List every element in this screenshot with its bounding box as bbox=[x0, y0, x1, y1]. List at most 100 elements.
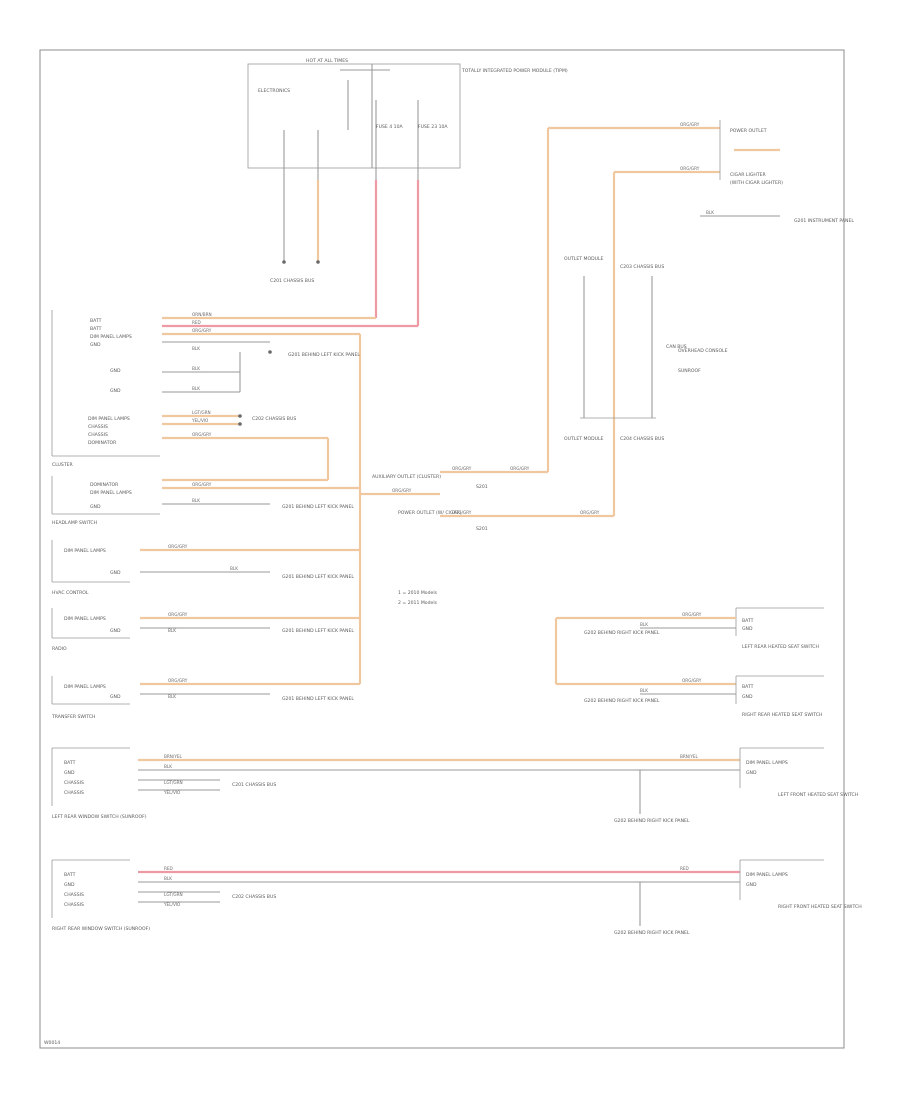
svg-text:GND: GND bbox=[64, 770, 75, 776]
svg-text:GND: GND bbox=[90, 504, 101, 510]
svg-text:CAN BUS: CAN BUS bbox=[666, 344, 687, 350]
svg-text:DIM PANEL LAMPS: DIM PANEL LAMPS bbox=[90, 490, 132, 496]
svg-text:ORG/GRY: ORG/GRY bbox=[452, 510, 472, 515]
svg-text:ORG/GRY: ORG/GRY bbox=[682, 678, 702, 683]
svg-text:GND: GND bbox=[110, 388, 121, 394]
transfer-switch: DIM PANEL LAMPS GND TRANSFER SWITCH bbox=[51, 676, 130, 720]
svg-text:S201: S201 bbox=[476, 526, 488, 532]
hvac-control: DIM PANEL LAMPS GND HVAC CONTROL bbox=[51, 540, 130, 596]
svg-text:DIM PANEL LAMPS: DIM PANEL LAMPS bbox=[90, 334, 132, 340]
svg-text:BRN/YEL: BRN/YEL bbox=[680, 754, 699, 759]
svg-text:ORG/GRY: ORG/GRY bbox=[580, 510, 600, 515]
right-rear-heated-seat-switch-right: DIM PANEL LAMPS GND RIGHT FRONT HEATED S… bbox=[739, 859, 862, 910]
svg-text:BRN/YEL: BRN/YEL bbox=[164, 754, 183, 759]
svg-text:RED: RED bbox=[680, 866, 689, 871]
radio: DIM PANEL LAMPS GND RADIO bbox=[51, 608, 130, 652]
svg-text:GND: GND bbox=[742, 694, 753, 700]
svg-text:ORG/GRY: ORG/GRY bbox=[680, 122, 700, 127]
svg-text:G201 BEHIND LEFT KICK PANEL: G201 BEHIND LEFT KICK PANEL bbox=[282, 628, 354, 634]
svg-text:ORG/GRY: ORG/GRY bbox=[192, 432, 212, 437]
svg-text:BLK: BLK bbox=[192, 346, 200, 351]
svg-text:ORG/GRY: ORG/GRY bbox=[192, 482, 212, 487]
svg-text:ORN/BRN: ORN/BRN bbox=[192, 312, 212, 317]
svg-text:ORG/GRY: ORG/GRY bbox=[192, 328, 212, 333]
svg-text:GND: GND bbox=[64, 882, 75, 888]
svg-text:FUSE 4 10A: FUSE 4 10A bbox=[376, 124, 404, 130]
svg-text:DIM PANEL LAMPS: DIM PANEL LAMPS bbox=[64, 548, 106, 554]
svg-text:BATT: BATT bbox=[64, 872, 76, 878]
svg-text:GND: GND bbox=[110, 368, 121, 374]
svg-text:G201 BEHIND LEFT KICK PANEL: G201 BEHIND LEFT KICK PANEL bbox=[282, 696, 354, 702]
svg-text:DIM PANEL LAMPS: DIM PANEL LAMPS bbox=[88, 416, 130, 422]
svg-text:G201 BEHIND LEFT KICK PANEL: G201 BEHIND LEFT KICK PANEL bbox=[282, 504, 354, 510]
svg-text:AUXILIARY OUTLET (CLUSTER): AUXILIARY OUTLET (CLUSTER) bbox=[372, 474, 441, 480]
svg-text:BLK: BLK bbox=[230, 566, 238, 571]
svg-text:GND: GND bbox=[110, 694, 121, 700]
svg-text:LGT/GRN: LGT/GRN bbox=[164, 892, 183, 897]
svg-text:BLK: BLK bbox=[168, 694, 176, 699]
svg-text:TRANSFER SWITCH: TRANSFER SWITCH bbox=[51, 714, 96, 720]
svg-text:DIM PANEL LAMPS: DIM PANEL LAMPS bbox=[746, 872, 788, 878]
svg-text:BATT: BATT bbox=[90, 326, 102, 332]
svg-text:G201 BEHIND LEFT KICK PANEL: G201 BEHIND LEFT KICK PANEL bbox=[288, 352, 360, 358]
svg-text:(WITH CIGAR LIGHTER): (WITH CIGAR LIGHTER) bbox=[730, 180, 783, 186]
svg-text:CHASSIS: CHASSIS bbox=[64, 892, 84, 898]
svg-text:HOT AT ALL TIMES: HOT AT ALL TIMES bbox=[306, 58, 348, 64]
svg-text:ORG/GRY: ORG/GRY bbox=[452, 466, 472, 471]
svg-text:GND: GND bbox=[746, 882, 757, 888]
left-rear-heated-seat-switch-right: DIM PANEL LAMPS GND LEFT FRONT HEATED SE… bbox=[739, 747, 858, 798]
svg-text:G201 INSTRUMENT PANEL: G201 INSTRUMENT PANEL bbox=[794, 218, 854, 224]
svg-text:LGT/GRN: LGT/GRN bbox=[192, 410, 211, 415]
svg-text:DIM PANEL LAMPS: DIM PANEL LAMPS bbox=[64, 616, 106, 622]
svg-text:BATT: BATT bbox=[742, 684, 754, 690]
svg-text:LGT/GRN: LGT/GRN bbox=[164, 780, 183, 785]
svg-text:LEFT REAR HEATED SEAT SWITCH: LEFT REAR HEATED SEAT SWITCH bbox=[742, 644, 819, 650]
right-rear-heated-seat: BATT GND RIGHT REAR HEATED SEAT SWITCH bbox=[735, 675, 824, 718]
svg-text:CHASSIS: CHASSIS bbox=[88, 432, 108, 438]
svg-text:GND: GND bbox=[746, 770, 757, 776]
svg-text:ORG/GRY: ORG/GRY bbox=[168, 544, 188, 549]
svg-text:G202 BEHIND RIGHT KICK PANEL: G202 BEHIND RIGHT KICK PANEL bbox=[614, 818, 690, 824]
svg-text:GND: GND bbox=[90, 342, 101, 348]
svg-text:HVAC CONTROL: HVAC CONTROL bbox=[52, 590, 89, 596]
svg-text:1 = 2010 Models: 1 = 2010 Models bbox=[398, 590, 438, 596]
left-rear-heated-seat: BATT GND LEFT REAR HEATED SEAT SWITCH bbox=[735, 607, 824, 650]
svg-text:C202 CHASSIS BUS: C202 CHASSIS BUS bbox=[232, 894, 276, 900]
center-outlets: AUXILIARY OUTLET (CLUSTER) POWER OUTLET … bbox=[372, 474, 488, 606]
svg-text:DOMINATOR: DOMINATOR bbox=[90, 482, 119, 488]
svg-text:YEL/VIO: YEL/VIO bbox=[191, 418, 209, 423]
svg-text:BATT: BATT bbox=[742, 618, 754, 624]
svg-text:BLK: BLK bbox=[192, 498, 200, 503]
svg-text:DOMINATOR: DOMINATOR bbox=[88, 440, 117, 446]
svg-text:SUNROOF: SUNROOF bbox=[678, 368, 701, 374]
svg-text:YEL/VIO: YEL/VIO bbox=[163, 902, 181, 907]
svg-text:HEADLAMP SWITCH: HEADLAMP SWITCH bbox=[52, 520, 97, 526]
svg-text:S201: S201 bbox=[476, 484, 488, 490]
svg-text:CLUSTER: CLUSTER bbox=[52, 462, 74, 468]
svg-text:LEFT REAR WINDOW SWITCH (SUNRO: LEFT REAR WINDOW SWITCH (SUNROOF) bbox=[52, 814, 147, 820]
svg-text:ORG/GRY: ORG/GRY bbox=[168, 678, 188, 683]
right-rear-window-switch: BATT GND CHASSIS CHASSIS RIGHT REAR WIND… bbox=[51, 859, 150, 932]
svg-text:RED: RED bbox=[164, 866, 173, 871]
svg-text:ORG/GRY: ORG/GRY bbox=[510, 466, 530, 471]
svg-text:RED: RED bbox=[192, 320, 201, 325]
svg-text:C202 CHASSIS BUS: C202 CHASSIS BUS bbox=[252, 416, 296, 422]
svg-text:OUTLET MODULE: OUTLET MODULE bbox=[564, 256, 604, 262]
svg-text:CHASSIS: CHASSIS bbox=[64, 902, 84, 908]
svg-text:GND: GND bbox=[110, 570, 121, 576]
svg-text:CHASSIS: CHASSIS bbox=[88, 424, 108, 430]
svg-text:BATT: BATT bbox=[64, 760, 76, 766]
svg-text:BLK: BLK bbox=[192, 386, 200, 391]
svg-text:DIM PANEL LAMPS: DIM PANEL LAMPS bbox=[746, 760, 788, 766]
left-rear-window-switch: BATT GND CHASSIS CHASSIS LEFT REAR WINDO… bbox=[51, 747, 147, 820]
svg-text:CIGAR LIGHTER: CIGAR LIGHTER bbox=[730, 172, 767, 178]
svg-text:G202 BEHIND RIGHT KICK PANEL: G202 BEHIND RIGHT KICK PANEL bbox=[584, 630, 660, 636]
svg-text:CHASSIS: CHASSIS bbox=[64, 790, 84, 796]
svg-text:ELECTRONICS: ELECTRONICS bbox=[258, 88, 290, 94]
svg-text:C204 CHASSIS BUS: C204 CHASSIS BUS bbox=[620, 436, 664, 442]
svg-text:CHASSIS: CHASSIS bbox=[64, 780, 84, 786]
svg-text:2 = 2011 Models: 2 = 2011 Models bbox=[398, 600, 438, 606]
svg-text:BLK: BLK bbox=[640, 688, 648, 693]
footer-code: W0014 bbox=[44, 1040, 60, 1046]
